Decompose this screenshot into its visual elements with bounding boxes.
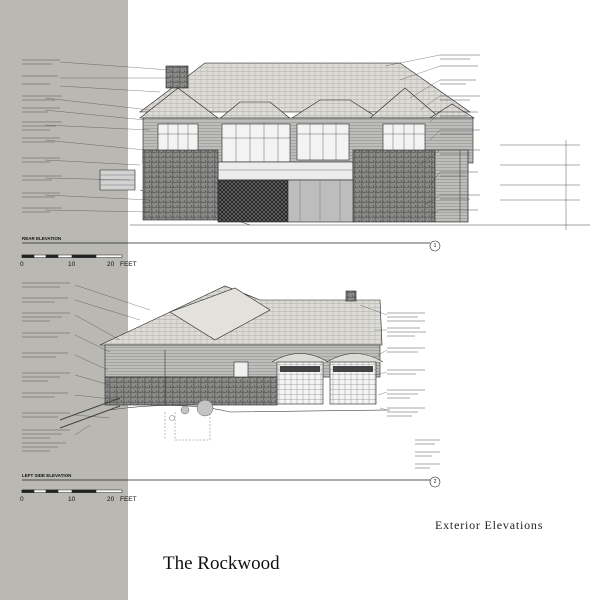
left-side-elevation	[21, 282, 441, 493]
scale-label-20: 20	[107, 261, 115, 268]
left-margin-band	[0, 0, 128, 600]
scale-label-0: 0	[20, 496, 24, 503]
project-name: The Rockwood	[163, 553, 280, 574]
scale-label-0: 0	[20, 261, 24, 268]
left-side-elevation-label: LEFT SIDE ELEVATION	[22, 473, 72, 478]
scale-label-20: 20	[107, 496, 115, 503]
scale-label-10: 10	[68, 261, 76, 268]
rear-elevation	[21, 54, 590, 258]
scale-label-feet: FEET	[120, 496, 137, 503]
rear-elevation-number: 1	[433, 243, 437, 249]
scale-label-feet: FEET	[120, 261, 137, 268]
left-side-elevation-number: 2	[433, 479, 437, 485]
rear-elevation-label: REAR ELEVATION	[22, 236, 62, 241]
sheet-title: Exterior Elevations	[435, 518, 544, 532]
scale-label-10: 10	[68, 496, 76, 503]
